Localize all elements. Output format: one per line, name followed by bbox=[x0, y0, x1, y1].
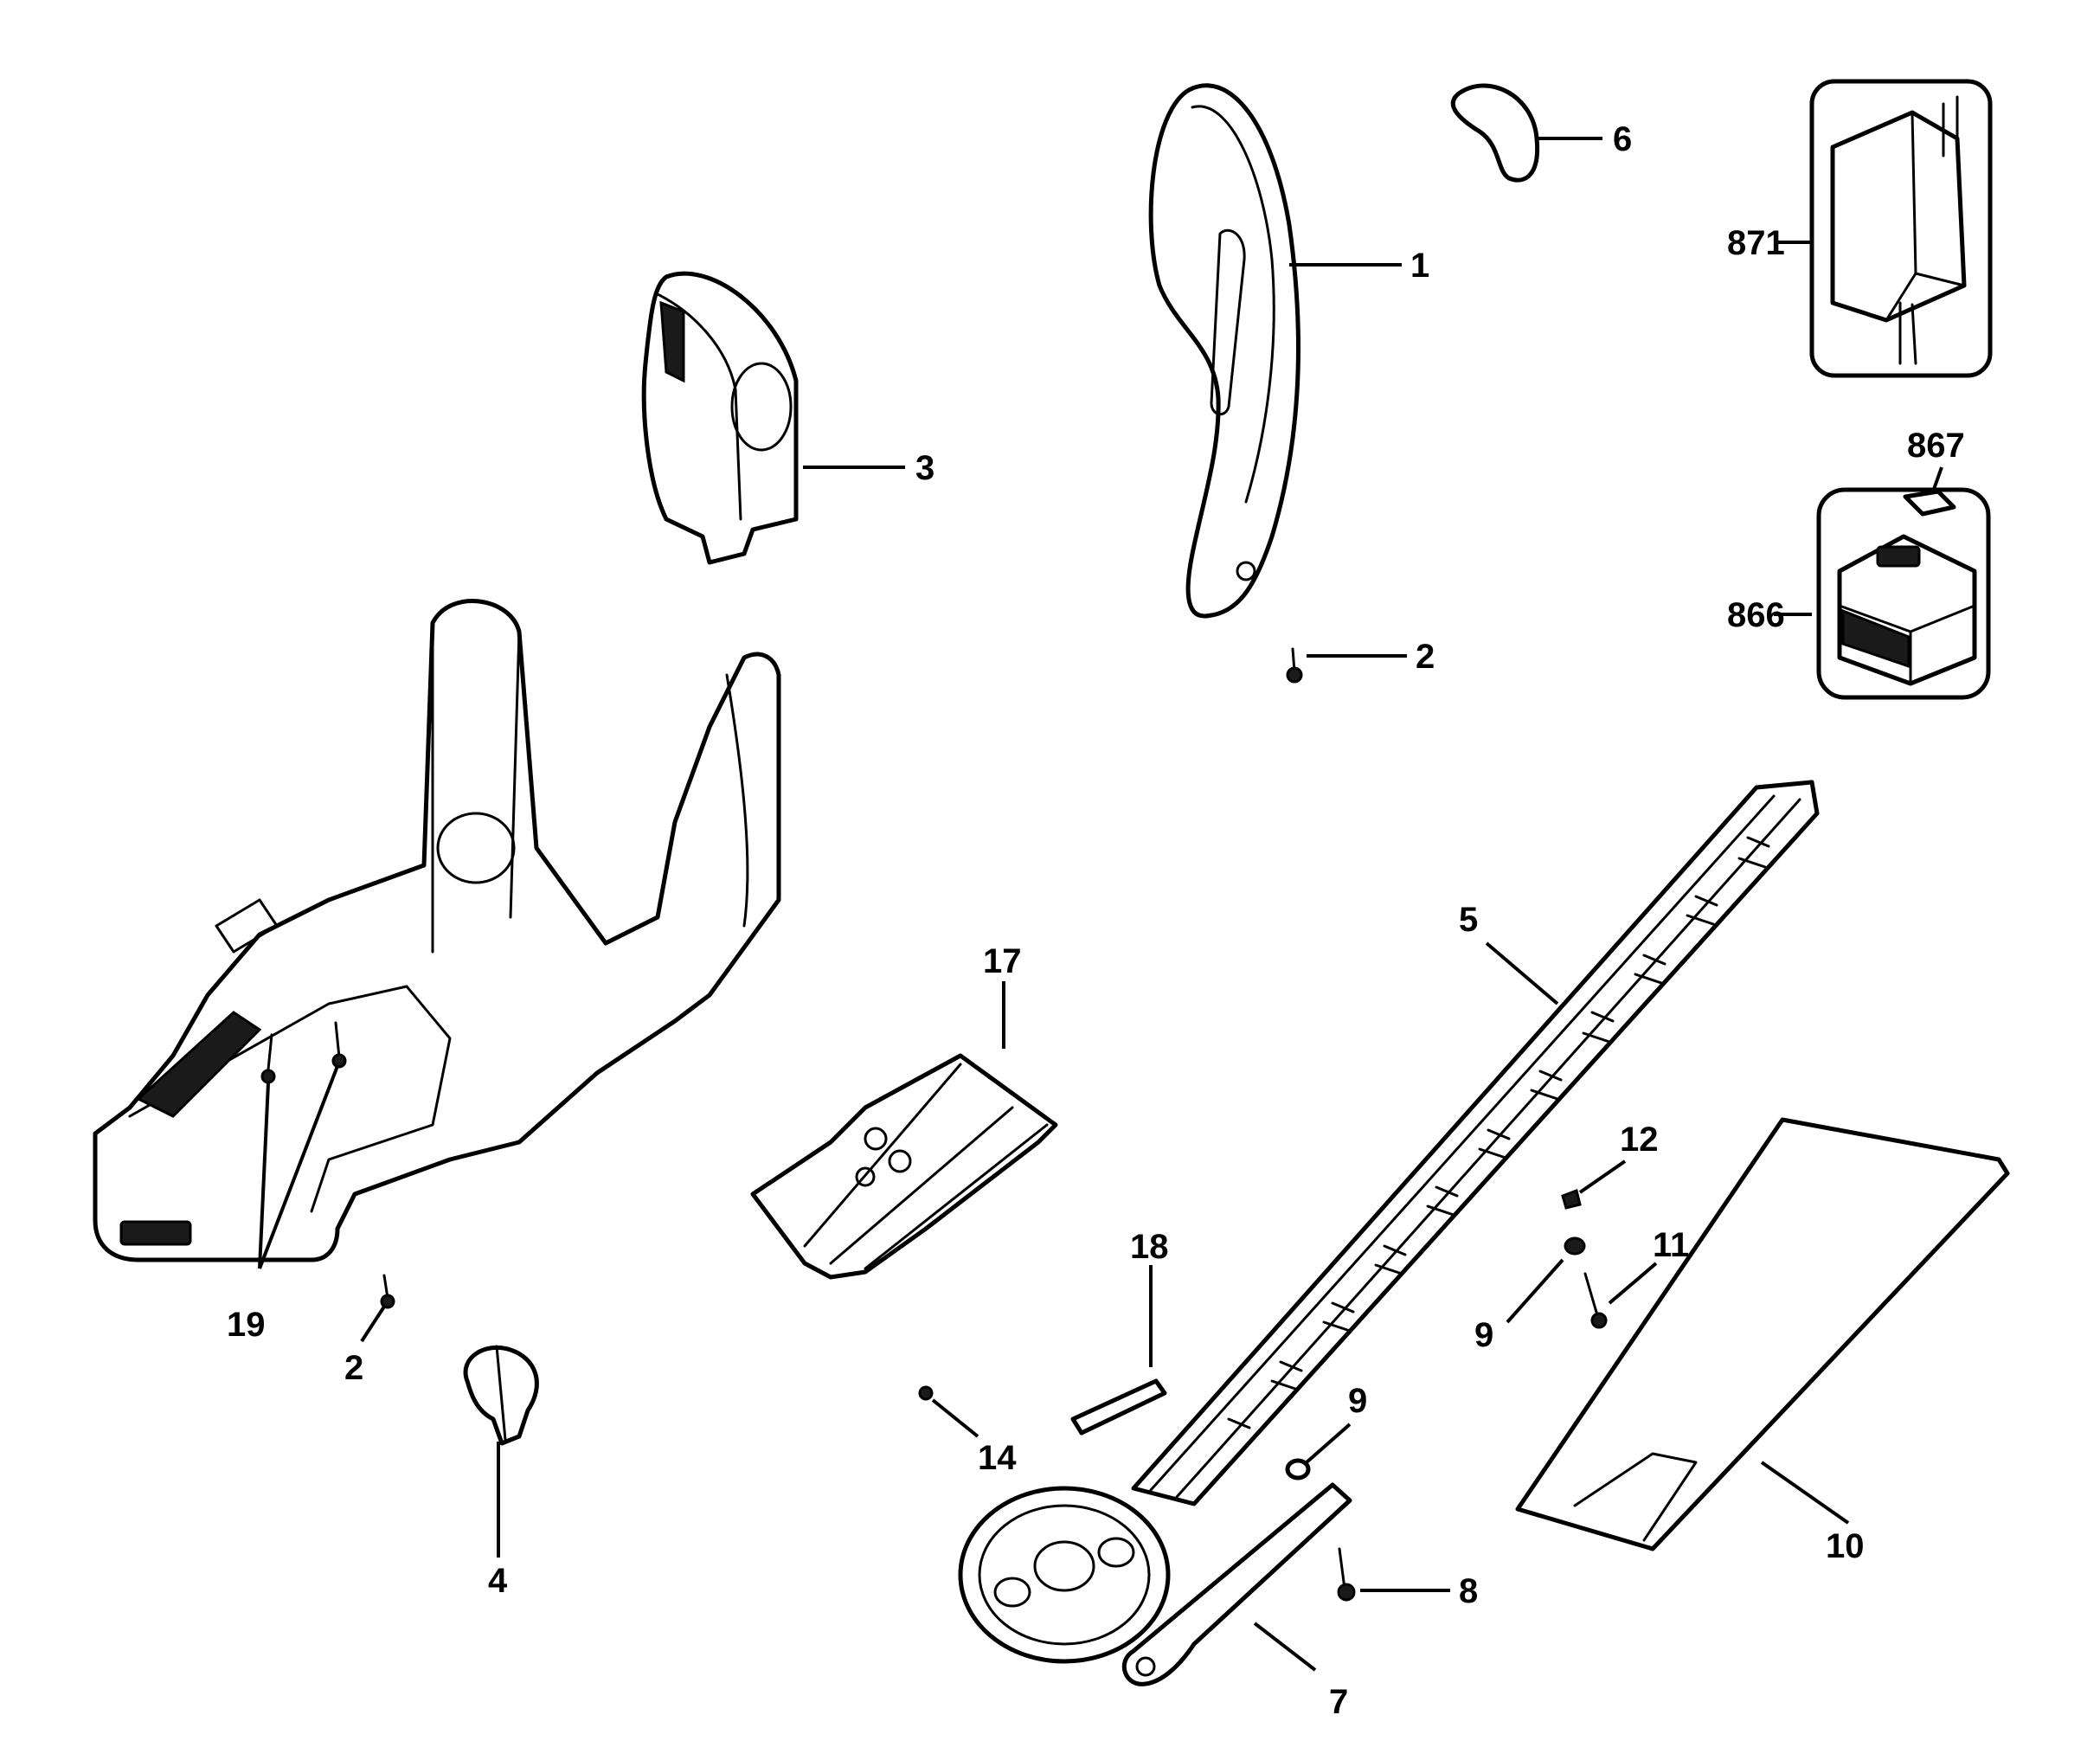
plate-18 bbox=[1070, 1378, 1167, 1436]
callout-10: 10 bbox=[1826, 1527, 1865, 1565]
callout-8: 8 bbox=[1459, 1572, 1478, 1610]
motor-housing bbox=[93, 599, 781, 1262]
drive-gear bbox=[958, 1486, 1171, 1664]
callout-5: 5 bbox=[1459, 901, 1478, 939]
switch-knob-4 bbox=[463, 1345, 539, 1446]
connecting-arm-7 bbox=[1121, 1482, 1352, 1686]
screw-8 bbox=[1337, 1547, 1356, 1602]
screw-2-upper bbox=[1286, 647, 1303, 684]
terminal-cover-867 bbox=[1903, 489, 1956, 517]
front-handle-1 bbox=[1148, 83, 1300, 619]
callout-19: 19 bbox=[227, 1306, 266, 1344]
callout-3: 3 bbox=[915, 449, 934, 487]
blade-sheath-10 bbox=[1515, 1117, 2010, 1551]
callout-866: 866 bbox=[1727, 596, 1785, 634]
blade-5 bbox=[1131, 780, 1820, 1506]
callout-11: 11 bbox=[1653, 1226, 1689, 1264]
screw-2-lower bbox=[380, 1274, 395, 1309]
callout-7: 7 bbox=[1329, 1683, 1348, 1721]
callout-17: 17 bbox=[983, 942, 1022, 980]
grip-pad-6 bbox=[1450, 83, 1540, 183]
callout-871: 871 bbox=[1727, 224, 1785, 262]
callout-9-upper: 9 bbox=[1474, 1316, 1493, 1354]
battery-cover-3 bbox=[641, 271, 799, 565]
callout-labels: 1 2 3 4 5 6 7 8 9 9 10 11 12 14 17 18 19… bbox=[227, 120, 1965, 1721]
callout-867: 867 bbox=[1907, 427, 1965, 465]
washer-9-upper bbox=[1564, 1236, 1586, 1256]
leader-lines bbox=[258, 137, 1943, 1672]
callout-2-upper: 2 bbox=[1416, 638, 1435, 676]
callout-6: 6 bbox=[1613, 120, 1632, 158]
callout-4: 4 bbox=[488, 1562, 508, 1600]
callout-14: 14 bbox=[978, 1439, 1017, 1477]
callout-9-lower: 9 bbox=[1348, 1382, 1367, 1420]
nut-12 bbox=[1561, 1189, 1582, 1210]
screw-11 bbox=[1583, 1272, 1608, 1329]
gear-carrier-17 bbox=[750, 1053, 1058, 1280]
callout-2-lower: 2 bbox=[344, 1349, 363, 1387]
screws-19 bbox=[260, 1021, 347, 1084]
battery-866 bbox=[1816, 487, 1991, 700]
screw-14 bbox=[918, 1385, 934, 1401]
charger-871 bbox=[1809, 79, 1993, 378]
callout-1: 1 bbox=[1410, 247, 1429, 285]
callout-12: 12 bbox=[1620, 1121, 1659, 1159]
callout-18: 18 bbox=[1130, 1228, 1169, 1266]
washer-9-lower bbox=[1285, 1458, 1311, 1481]
